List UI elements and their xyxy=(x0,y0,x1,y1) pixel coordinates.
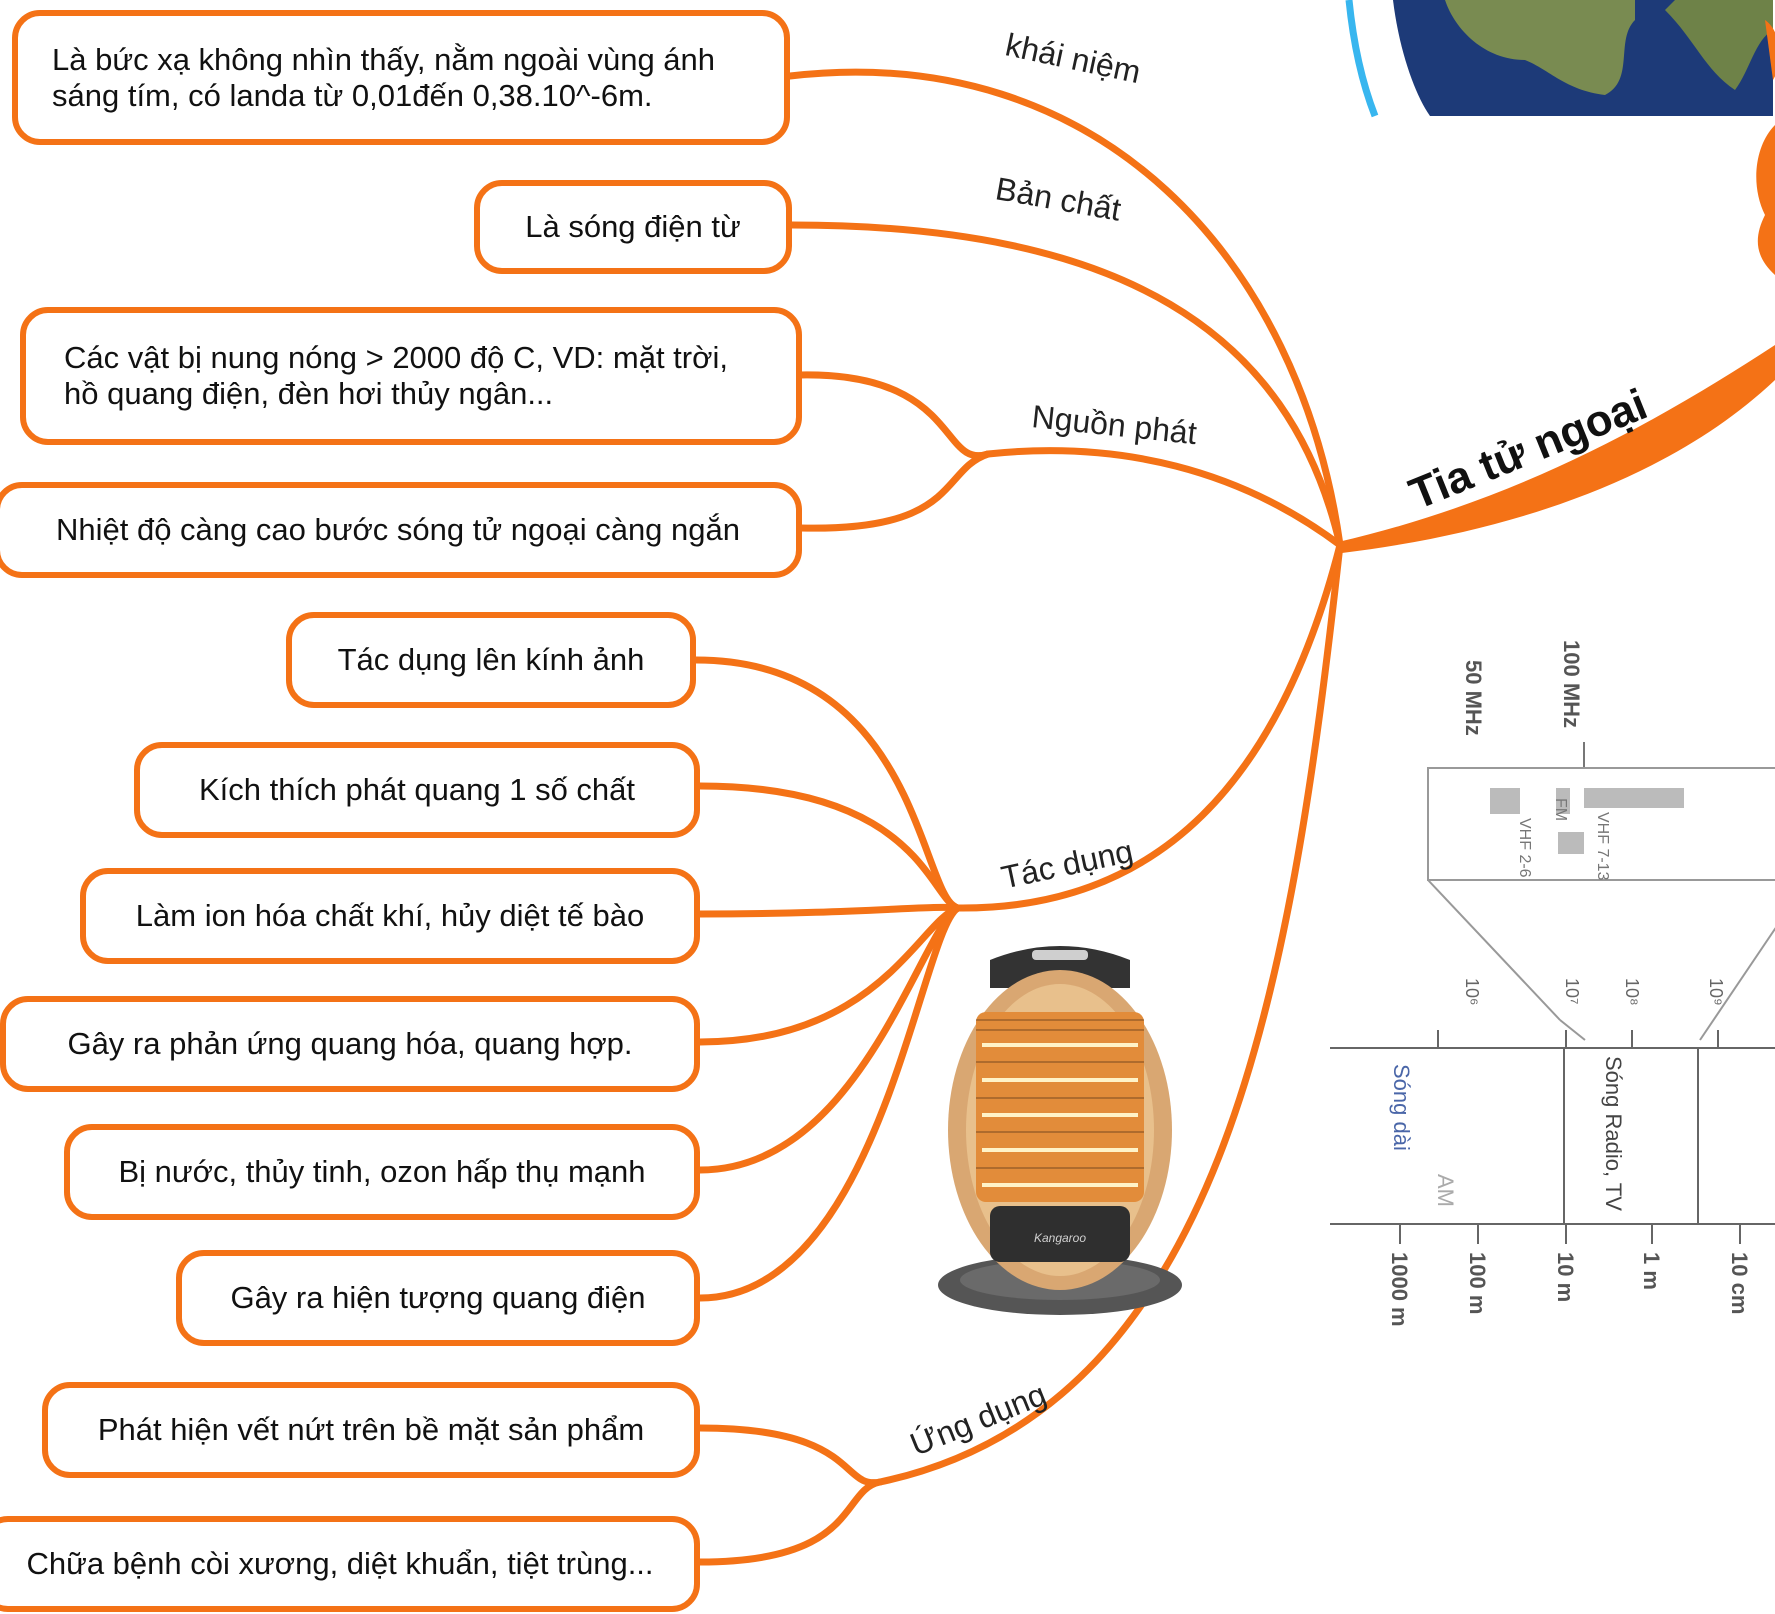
central-branch xyxy=(1338,345,1775,553)
ung-dung-text-2: Chữa bệnh còi xương, diệt khuẩn, tiệt tr… xyxy=(26,1546,654,1581)
wavelength-10cm: 10 cm xyxy=(1727,1252,1752,1314)
connector-ung-dung xyxy=(876,541,1344,1486)
khai-niem-box: Là bức xạ không nhìn thấy, nằm ngoài vùn… xyxy=(12,10,790,145)
connector-ban-chat xyxy=(788,221,1344,549)
tac-dung-box-5: Bị nước, thủy tinh, ozon hấp thụ mạnh xyxy=(64,1124,700,1220)
exponent-label-1: 10⁶ xyxy=(1462,978,1482,1005)
tac-dung-text-6: Gây ra hiện tượng quang điện xyxy=(230,1280,646,1315)
earth-image xyxy=(1345,0,1775,118)
tac-dung-box-4: Gây ra phản ứng quang hóa, quang hợp. xyxy=(0,996,700,1092)
connector-khai-niem xyxy=(786,68,1344,549)
connector-nguon-phat-2 xyxy=(796,450,992,532)
nguon-phat-box-1: Các vật bị nung nóng > 2000 độ C, VD: mặ… xyxy=(20,307,802,445)
region-label-radio-tv: Sóng Radio, TV xyxy=(1601,1056,1626,1211)
connector-nguon-phat xyxy=(984,447,1344,549)
band-label-vhf-2-6: VHF 2-6 xyxy=(1516,818,1533,878)
spectrum-freq-100mhz: 100 MHz xyxy=(1559,640,1584,728)
connector-nguon-phat-1 xyxy=(796,371,992,460)
connector-tac-dung-3 xyxy=(696,903,962,918)
ban-chat-text: Là sóng điện từ xyxy=(525,209,741,244)
band-label-vhf-7-13: VHF 7-13 xyxy=(1594,812,1611,881)
nguon-phat-text-line-2: hồ quang điện, đèn hơi thủy ngân... xyxy=(64,376,554,411)
connector-tac-dung xyxy=(954,541,1344,912)
ung-dung-text-1: Phát hiện vết nứt trên bề mặt sản phẩm xyxy=(97,1412,645,1447)
spectrum-freq-50mhz: 50 MHz xyxy=(1461,660,1486,736)
ban-chat-box: Là sóng điện từ xyxy=(474,180,792,274)
tac-dung-text-2: Kích thích phát quang 1 số chất xyxy=(198,772,636,807)
heater-image: Kangaroo xyxy=(938,946,1182,1315)
connector-tac-dung-2 xyxy=(696,782,962,912)
nguon-phat-text-2: Nhiệt độ càng cao bước sóng tử ngoại càn… xyxy=(55,512,740,547)
exponent-label-4: 10⁹ xyxy=(1706,978,1726,1006)
connector-tac-dung-4 xyxy=(696,904,962,1046)
exponent-label-3: 10⁸ xyxy=(1622,978,1642,1006)
tac-dung-text-3: Làm ion hóa chất khí, hủy diệt tế bào xyxy=(135,898,645,933)
wavelength-10m: 10 m xyxy=(1553,1252,1578,1302)
wavelength-1000m: 1000 m xyxy=(1387,1252,1412,1327)
spectrum-figure: 50 MHz 100 MHz VHF 2-6 FM VHF 7-13 10⁶ 1… xyxy=(1330,640,1775,1327)
connector-ung-dung-1 xyxy=(696,1424,884,1487)
wavelength-100m: 100 m xyxy=(1465,1252,1490,1314)
ung-dung-box-1: Phát hiện vết nứt trên bề mặt sản phẩm xyxy=(42,1382,700,1478)
band-label-fm: FM xyxy=(1552,798,1569,821)
wavelength-1m: 1 m xyxy=(1639,1252,1664,1290)
nguon-phat-text-line-1: Các vật bị nung nóng > 2000 độ C, VD: mặ… xyxy=(64,340,728,375)
khai-niem-text-line-2: sáng tím, có landa từ 0,01đến 0,38.10^-6… xyxy=(52,77,653,113)
tac-dung-text-5: Bị nước, thủy tinh, ozon hấp thụ mạnh xyxy=(118,1154,646,1189)
connector-tac-dung-6 xyxy=(696,904,962,1302)
orange-figure-fragment xyxy=(1756,125,1775,275)
tac-dung-text-4: Gây ra phản ứng quang hóa, quang hợp. xyxy=(67,1026,633,1061)
tac-dung-box-6: Gây ra hiện tượng quang điện xyxy=(176,1250,700,1346)
nguon-phat-box-2: Nhiệt độ càng cao bước sóng tử ngoại càn… xyxy=(0,482,802,578)
ung-dung-box-2: Chữa bệnh còi xương, diệt khuẩn, tiệt tr… xyxy=(0,1516,700,1612)
tac-dung-box-3: Làm ion hóa chất khí, hủy diệt tế bào xyxy=(80,868,700,964)
region-label-am: AM xyxy=(1433,1174,1458,1207)
heater-brand: Kangaroo xyxy=(1034,1231,1086,1245)
tac-dung-box-2: Kích thích phát quang 1 số chất xyxy=(134,742,700,838)
exponent-label-2: 10⁷ xyxy=(1562,978,1582,1005)
tac-dung-text-1: Tác dụng lên kính ảnh xyxy=(337,642,645,677)
khai-niem-text-line-1: Là bức xạ không nhìn thấy, nằm ngoài vùn… xyxy=(52,41,716,77)
connector-ung-dung-2 xyxy=(696,1478,884,1566)
region-label-song-dai: Sóng dài xyxy=(1389,1064,1414,1151)
tac-dung-box-1: Tác dụng lên kính ảnh xyxy=(286,612,696,708)
